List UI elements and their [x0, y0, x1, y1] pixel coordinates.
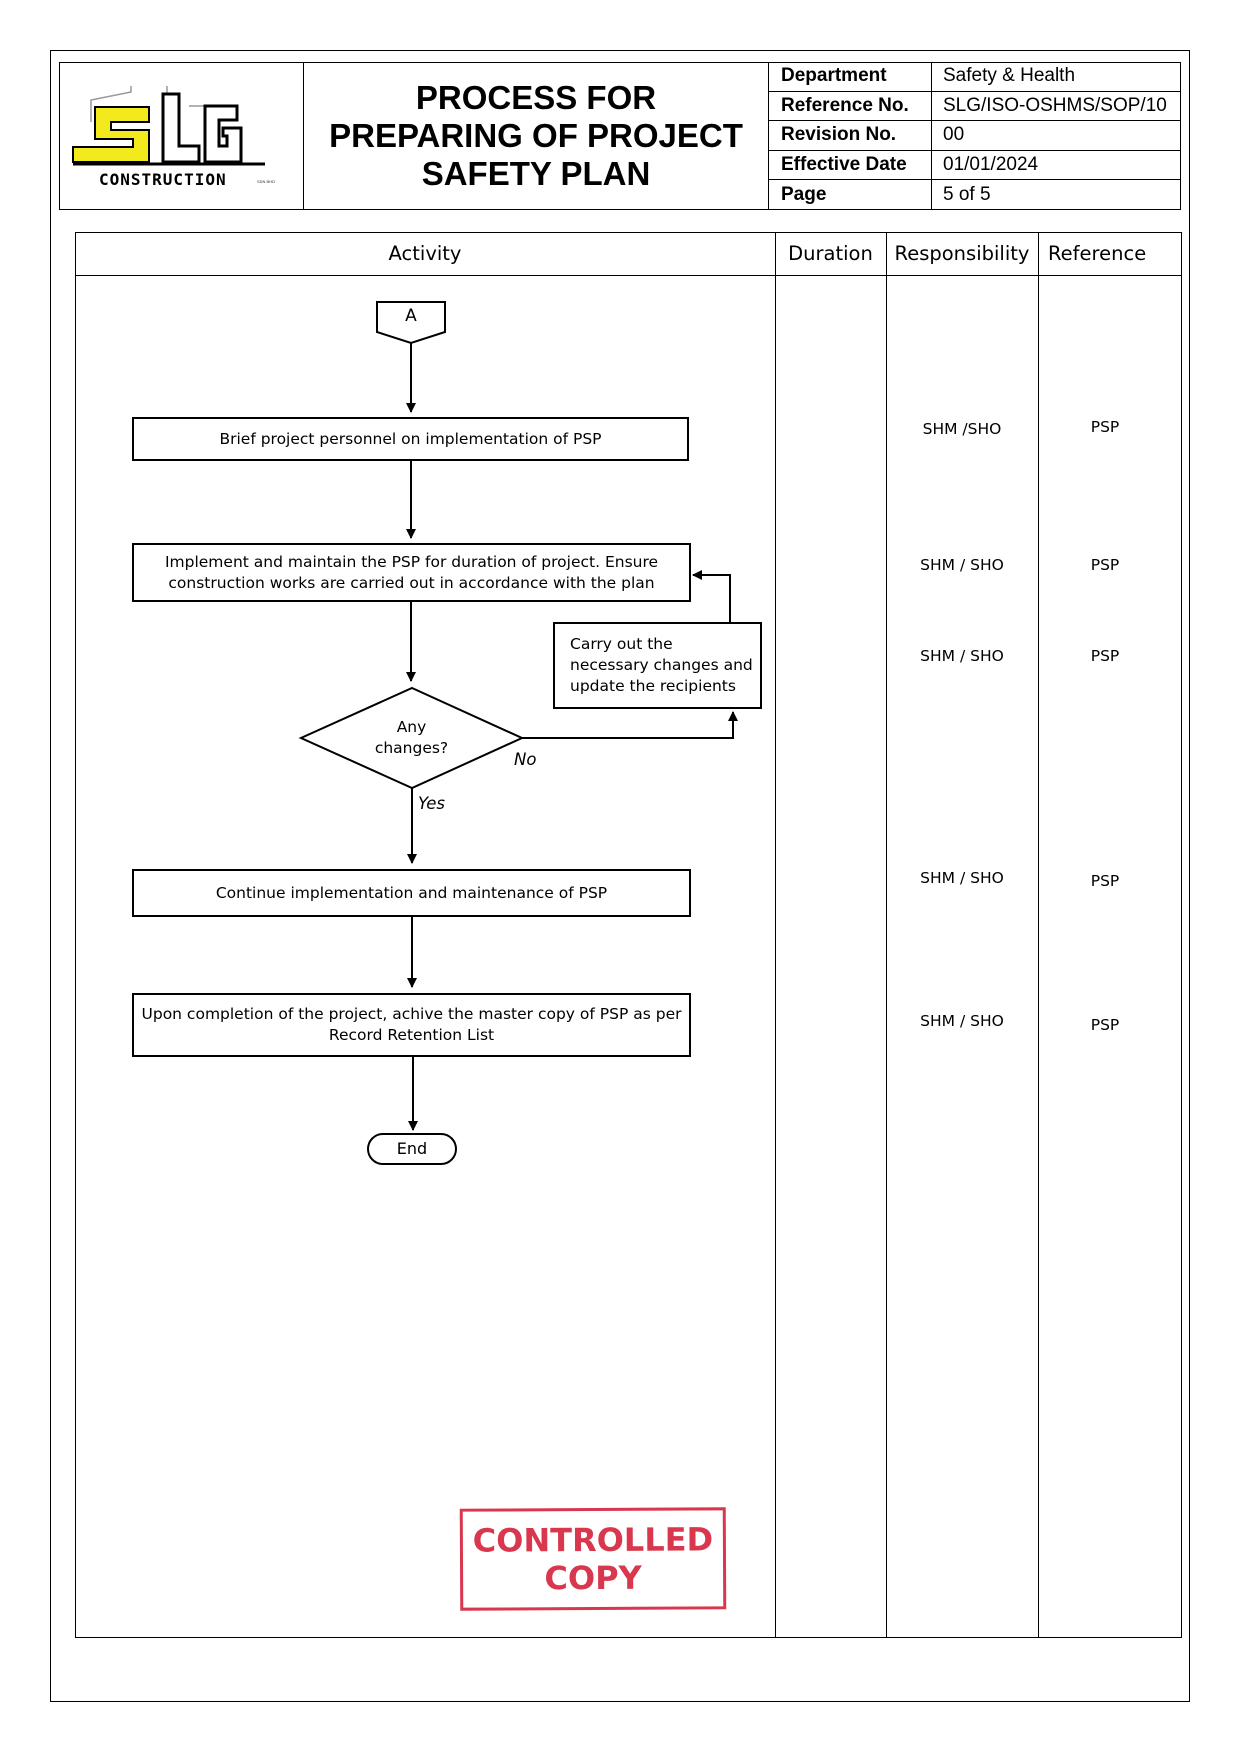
- page-border: [50, 50, 1190, 1702]
- logo-cell: CONSTRUCTION SDN BHD: [59, 62, 304, 210]
- end-terminator: End: [396, 1139, 428, 1158]
- offpage-connector-shape: [376, 301, 446, 345]
- stamp-line: COPY: [544, 1558, 642, 1598]
- title-line-3: SAFETY PLAN: [421, 155, 651, 192]
- meta-value: 00: [943, 124, 965, 146]
- reference-cell: PSP: [1090, 556, 1120, 574]
- document-header: [59, 62, 1181, 210]
- header-divider: [75, 275, 1182, 276]
- step-text-line: Implement and maintain the PSP for durat…: [164, 552, 659, 571]
- decision-text-line: Any: [396, 718, 427, 736]
- logo-subtitle: CONSTRUCTION: [99, 170, 227, 189]
- procedure-table: [75, 232, 1182, 1638]
- step-text: Continue implementation and maintenance …: [215, 883, 608, 902]
- step-carry-out-changes: Carry out the necessary changes and upda…: [553, 622, 762, 709]
- meta-row-effective-date: Effective Date 01/01/2024: [769, 150, 1181, 181]
- meta-value: Safety & Health: [943, 65, 1076, 87]
- responsibility-cell: SHM / SHO: [920, 1012, 1004, 1030]
- step-text-line: Record Retention List: [328, 1026, 495, 1044]
- meta-value: 01/01/2024: [943, 154, 1039, 176]
- reference-cell: PSP: [1090, 872, 1120, 890]
- meta-value: SLG/ISO-OSHMS/SOP/10: [943, 94, 1167, 116]
- decision-any-changes: Any changes?: [351, 717, 472, 759]
- document-title: PROCESS FOR PREPARING OF PROJECT SAFETY …: [304, 62, 769, 210]
- step-text-line: Carry out the: [570, 635, 673, 653]
- column-header-reference: Reference: [1048, 242, 1147, 265]
- step-continue-implementation: Continue implementation and maintenance …: [132, 869, 691, 917]
- column-header-responsibility: Responsibility: [894, 242, 1030, 265]
- logo-tag: SDN BHD: [257, 179, 276, 184]
- reference-cell: PSP: [1090, 647, 1120, 665]
- reference-cell: PSP: [1090, 418, 1120, 436]
- responsibility-cell: SHM / SHO: [920, 869, 1004, 887]
- column-header-duration: Duration: [788, 242, 873, 265]
- end-terminator-shape: [367, 1133, 457, 1165]
- responsibility-cell: SHM / SHO: [920, 647, 1004, 665]
- title-line-1: PROCESS FOR: [415, 79, 657, 116]
- branch-label-no: No: [514, 750, 537, 769]
- title-line-2: PREPARING OF PROJECT: [329, 117, 743, 154]
- responsibility-cell: SHM /SHO: [922, 420, 1002, 438]
- controlled-copy-stamp: CONTROLLED COPY: [459, 1507, 727, 1611]
- step-brief-personnel: Brief project personnel on implementatio…: [132, 417, 689, 461]
- reference-cell: PSP: [1090, 1016, 1120, 1034]
- column-divider: [886, 232, 887, 1638]
- step-archive-master-copy: Upon completion of the project, achive t…: [132, 993, 691, 1057]
- column-header-activity: Activity: [388, 242, 462, 265]
- meta-key: Department: [769, 62, 932, 91]
- meta-key: Effective Date: [769, 150, 932, 180]
- step-implement-maintain: Implement and maintain the PSP for durat…: [132, 543, 691, 602]
- meta-row-revision: Revision No. 00: [769, 121, 1181, 151]
- column-divider: [1038, 232, 1039, 1638]
- branch-label-yes: Yes: [418, 794, 446, 813]
- meta-key: Revision No.: [769, 121, 932, 150]
- responsibility-cell: SHM / SHO: [920, 556, 1004, 574]
- meta-key: Page: [769, 180, 932, 210]
- step-text-line: Upon completion of the project, achive t…: [141, 1005, 682, 1023]
- meta-row-reference: Reference No. SLG/ISO-OSHMS/SOP/10: [769, 91, 1181, 122]
- meta-row-page: Page 5 of 5: [769, 180, 1181, 210]
- stamp-line: CONTROLLED: [472, 1520, 714, 1560]
- meta-value: 5 of 5: [943, 184, 991, 206]
- step-text-line: construction works are carried out in ac…: [168, 573, 655, 592]
- meta-key: Reference No.: [769, 91, 932, 121]
- decision-text-line: changes?: [374, 739, 449, 757]
- offpage-connector-a: A: [405, 306, 417, 326]
- column-divider: [775, 232, 776, 1638]
- step-text-line: necessary changes and: [570, 656, 753, 674]
- step-text-line: update the recipients: [570, 677, 736, 695]
- company-logo: [72, 86, 265, 166]
- meta-row-department: Department Safety & Health: [769, 62, 1181, 92]
- step-text: Brief project personnel on implementatio…: [219, 429, 602, 448]
